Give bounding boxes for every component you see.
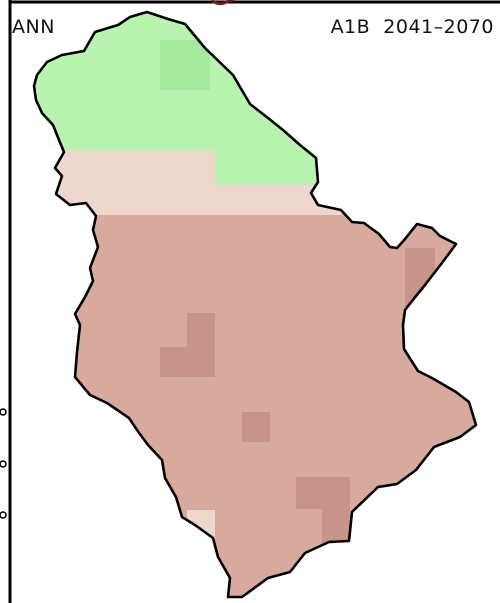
grid-cell-dark-south	[296, 477, 350, 509]
grid-cell-dark-center-west-top	[187, 313, 215, 377]
scenario-period-label: A1B 2041–2070	[331, 16, 494, 38]
grid-cell-north-darkgreen	[160, 40, 210, 90]
title-fragment	[210, 0, 235, 6]
season-label: ANN	[12, 16, 55, 38]
period-label: 2041–2070	[383, 16, 494, 38]
axis-mark-3	[0, 511, 7, 519]
grid-cell-dark-south-lower	[322, 505, 350, 545]
grid-cell-dark-small	[242, 412, 270, 442]
axis-mark-1	[0, 408, 7, 416]
outside-axis-marks	[0, 408, 7, 519]
scenario-label: A1B	[330, 16, 371, 38]
country-border	[32, 10, 478, 599]
axis-mark-2	[0, 460, 7, 468]
